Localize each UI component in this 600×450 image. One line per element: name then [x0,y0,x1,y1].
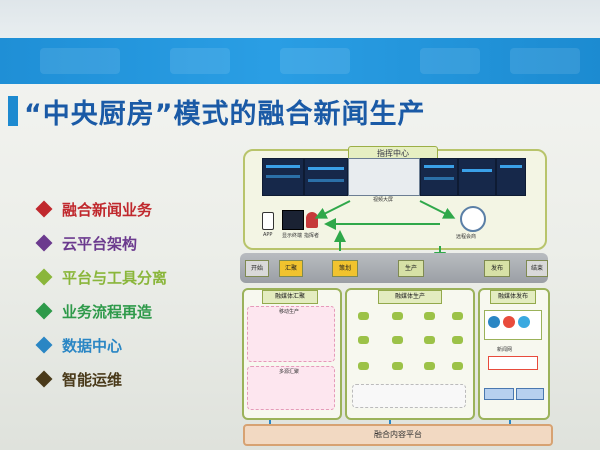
site-logo-icon [488,316,500,328]
site-logo-icon [503,316,515,328]
top-band [0,0,600,40]
meeting-label: 远程会商 [456,234,477,240]
monitor-screen [496,158,526,196]
mobile-production-box [247,306,335,362]
diamond-icon [35,302,53,320]
big-screen-label: 视频大屏 [373,197,394,203]
bullet-item: 云平台架构 [35,226,167,260]
bullet-label: 云平台架构 [62,234,138,253]
monitor-screen [304,158,348,196]
diamond-icon [35,234,53,252]
produce-notes [352,384,466,408]
pipeline-start: 开始 [245,260,269,277]
monitor-screen [420,158,458,196]
site-logo-icon [518,316,530,328]
diamond-icon [35,336,53,354]
news-site-label: 新闻网 [497,347,513,353]
bullet-item: 融合新闻业务 [35,192,167,226]
app-label: APP [263,232,273,238]
publish-header: 融媒体发布 [490,290,536,304]
bullet-label: 平台与工具分离 [62,268,168,287]
bullet-label: 智能运维 [62,370,123,389]
bullet-label: 业务流程再造 [62,302,153,321]
meeting-icon [460,206,486,232]
page-title: “中央厨房”模式的融合新闻生产 [24,99,426,130]
diamond-icon [35,268,53,286]
diamond-icon [35,370,53,388]
title-accent-bar [8,96,18,126]
bullet-label: 融合新闻业务 [62,200,153,219]
blue-header-band [0,38,600,84]
bullet-item: 业务流程再造 [35,294,167,328]
pipeline-plan: 策划 [332,260,358,277]
multi-source-label: 多源汇聚 [279,369,300,375]
pipeline-produce: 生产 [398,260,424,277]
mobile-production-label: 移动生产 [279,309,300,315]
produce-header: 融媒体生产 [378,290,442,304]
content-platform: 融合内容平台 [243,424,553,446]
bullet-item: 数据中心 [35,328,167,362]
monitor-screen [262,158,304,196]
publish-column [478,288,550,420]
gather-header: 融媒体汇聚 [262,290,318,304]
device-label: 显示终端 [282,233,303,239]
monitor-screen [458,158,496,196]
diamond-icon [35,200,53,218]
display-terminal-icon [282,210,304,230]
news-site-box [488,356,538,370]
pipeline-publish: 发布 [484,260,510,277]
bullet-item: 智能运维 [35,362,167,396]
person-label: 指挥者 [304,233,320,239]
phone-icon [262,212,274,230]
bullet-list: 融合新闻业务 云平台架构 平台与工具分离 业务流程再造 数据中心 智能运维 [35,192,168,396]
map-screen [348,158,420,196]
bullet-item: 平台与工具分离 [35,260,168,294]
pipeline-gather: 汇聚 [279,260,303,277]
multi-source-box [247,366,335,410]
publish-action-b [516,388,544,400]
bullet-label: 数据中心 [62,336,123,355]
pipeline-end: 结束 [526,260,548,277]
publish-action-a [484,388,514,400]
